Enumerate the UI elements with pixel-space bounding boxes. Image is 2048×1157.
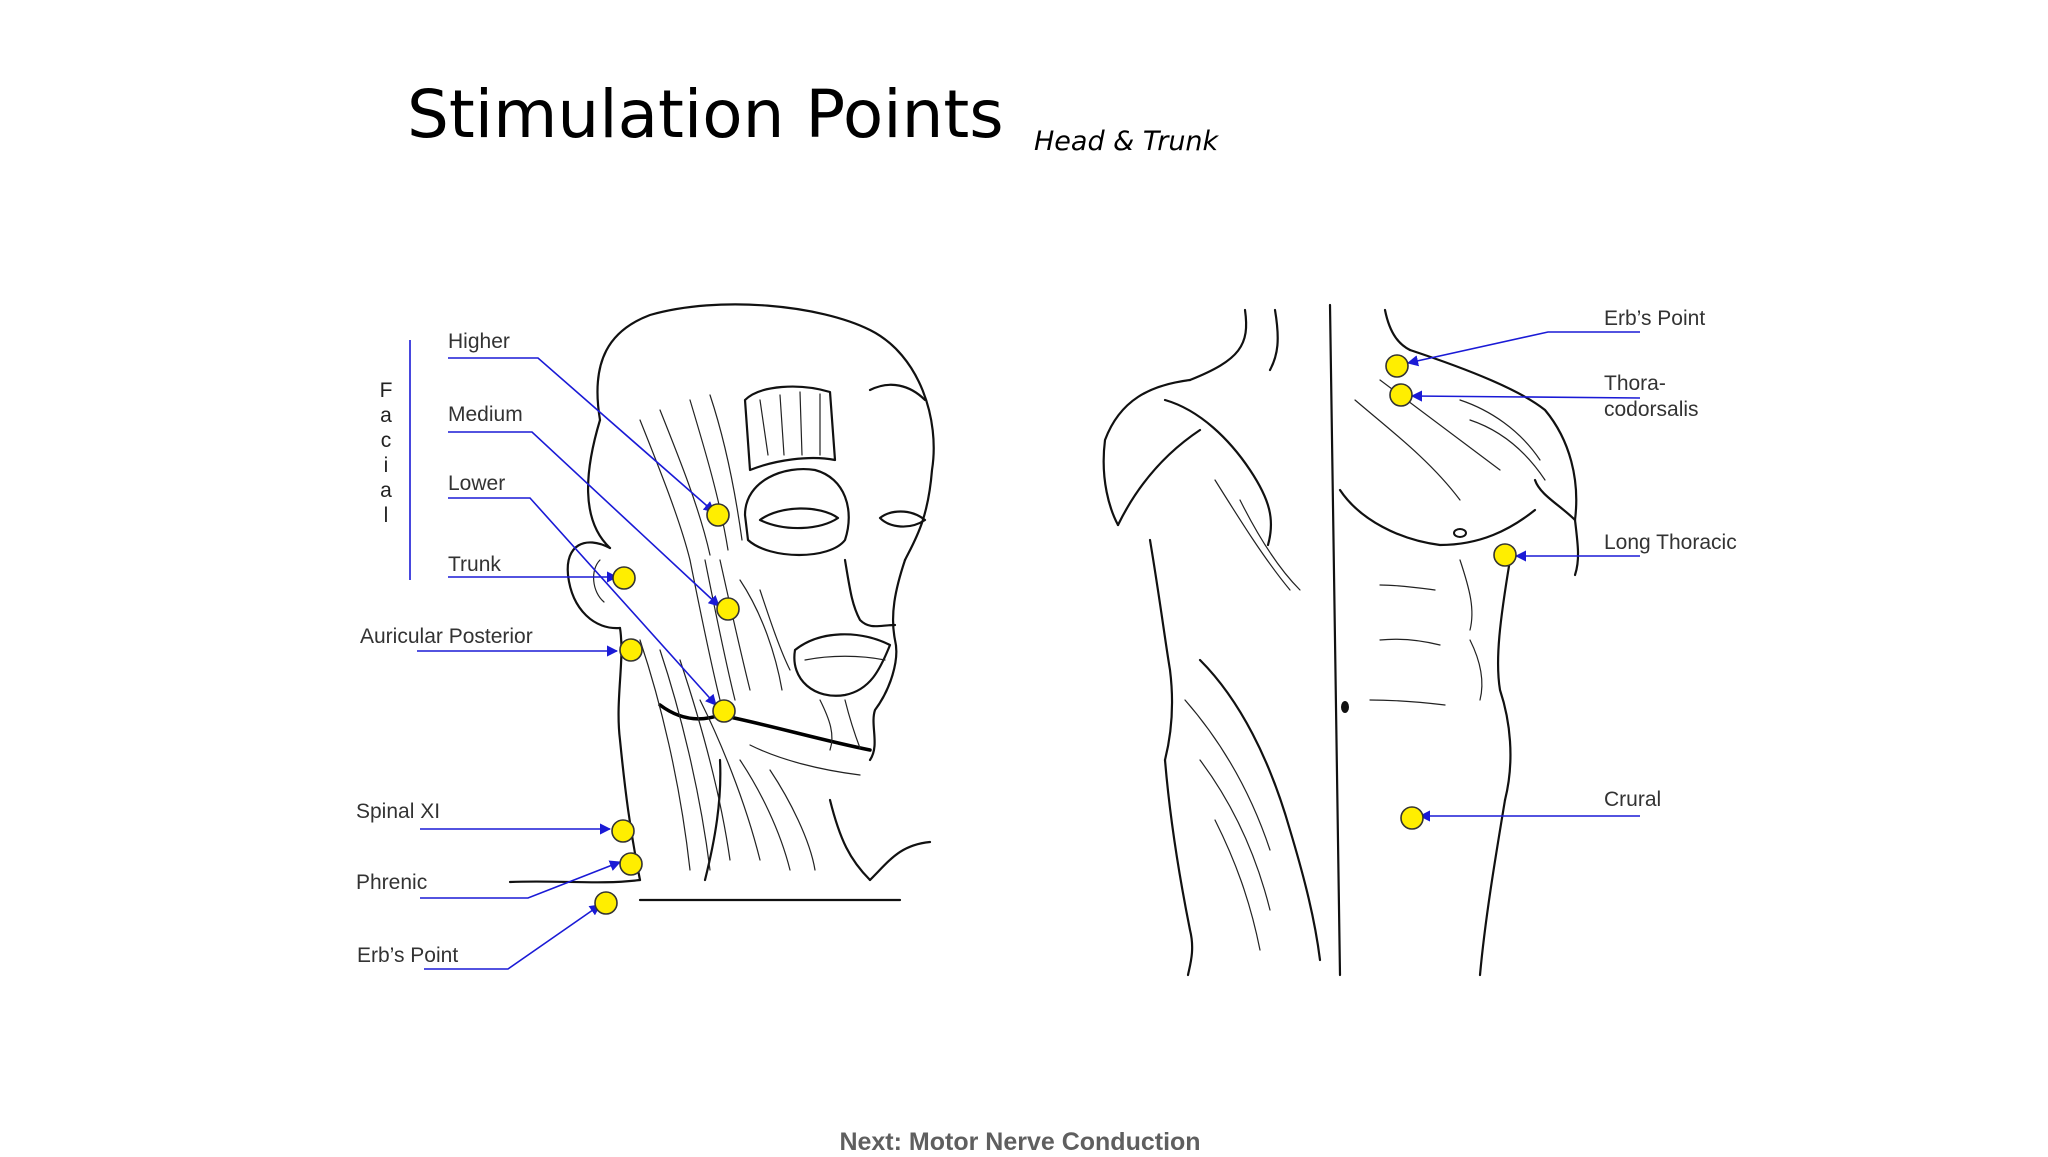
page-subtitle: Head & Trunk (1034, 126, 1219, 157)
point-medium (716, 597, 740, 621)
next-link[interactable]: Next: Motor Nerve Conduction (0, 1128, 2048, 1157)
label-higher: Higher (448, 330, 510, 353)
label-trunk: Trunk (448, 553, 501, 576)
label-crural: Crural (1604, 788, 1661, 811)
point-long-thoracic (1493, 543, 1517, 567)
label-medium: Medium (448, 403, 523, 426)
label-thoracodorsalis-line1: Thora- (1604, 372, 1666, 395)
svg-text:i: i (384, 454, 389, 477)
svg-text:a: a (380, 404, 392, 427)
svg-text:F: F (380, 379, 393, 402)
point-phrenic (619, 852, 643, 876)
label-erbs-point-trunk: Erb’s Point (1604, 307, 1705, 330)
point-erbs-point-head (594, 891, 618, 915)
leader-medium (448, 431, 720, 607)
label-spinal-xi: Spinal XI (356, 800, 440, 823)
trunk-illustration (1102, 303, 1580, 977)
label-erbs-point-head: Erb’s Point (357, 944, 458, 967)
leader-erbs-point-head (424, 904, 601, 970)
point-erbs-point-trunk (1385, 354, 1409, 378)
svg-text:l: l (384, 504, 389, 527)
leader-thoracodorsalis (1410, 390, 1641, 402)
leader-erbs-point-trunk (1406, 331, 1640, 367)
label-thoracodorsalis-line2: codorsalis (1604, 398, 1699, 421)
leader-higher (448, 357, 715, 513)
label-phrenic: Phrenic (356, 871, 427, 894)
svg-text:c: c (381, 429, 392, 452)
leader-phrenic (420, 860, 622, 899)
page-title: Stimulation Points (407, 76, 1004, 153)
svg-text:a: a (380, 479, 392, 502)
label-auricular-posterior: Auricular Posterior (360, 625, 533, 648)
label-long-thoracic: Long Thoracic (1604, 531, 1737, 554)
next-link-label: Next: Motor Nerve Conduction (839, 1128, 1201, 1156)
point-higher (706, 503, 730, 527)
label-lower: Lower (448, 472, 505, 495)
facial-group-label: F a c i a l (380, 379, 393, 527)
point-spinal-xi (611, 819, 635, 843)
head-illustration (508, 303, 935, 902)
point-lower (712, 699, 736, 723)
point-crural (1400, 806, 1424, 830)
point-auricular-posterior (619, 638, 643, 662)
point-trunk (612, 566, 636, 590)
leader-lower (448, 497, 717, 706)
point-thoracodorsalis (1389, 383, 1413, 407)
